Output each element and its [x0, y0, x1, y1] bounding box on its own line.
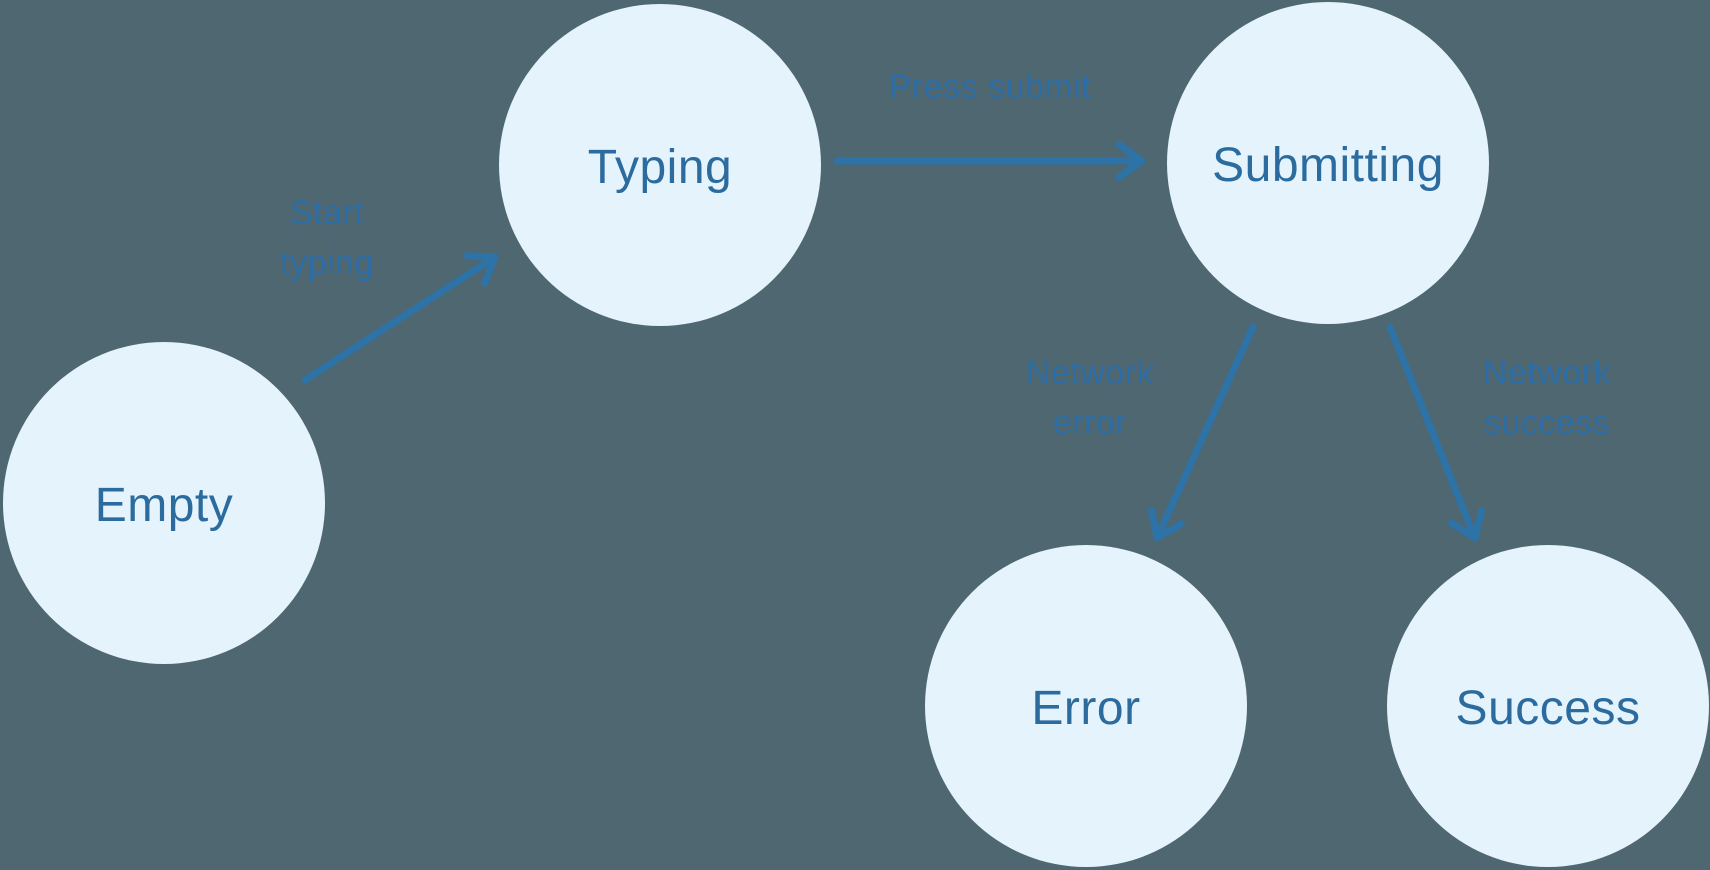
state-label-error: Error [1031, 682, 1141, 735]
state-node-success: Success [1387, 545, 1709, 867]
transition-arrow-start-typing [301, 252, 499, 384]
state-node-empty: Empty [3, 342, 325, 664]
arrowhead-icon [1447, 507, 1486, 542]
transition-arrow-network-success [1386, 323, 1486, 542]
state-label-submitting: Submitting [1212, 139, 1444, 192]
state-label-typing: Typing [587, 141, 733, 194]
transition-label-start-typing: Start typing [280, 194, 374, 282]
state-node-submitting: Submitting [1167, 2, 1489, 324]
transition-arrow-press-submit [833, 141, 1146, 181]
state-node-error: Error [925, 545, 1247, 867]
arrowhead-icon [463, 252, 499, 287]
state-label-success: Success [1455, 682, 1641, 735]
transition-label-press-submit: Press submit [888, 68, 1092, 106]
arrowhead-icon [1148, 507, 1185, 542]
state-node-typing: Typing [499, 4, 821, 326]
state-label-empty: Empty [94, 479, 234, 532]
transition-label-network-error: Network error [1025, 354, 1155, 442]
transition-arrow-network-error [1148, 323, 1257, 542]
transition-label-network-success: Network success [1482, 354, 1612, 442]
arrowhead-icon [1115, 141, 1146, 181]
